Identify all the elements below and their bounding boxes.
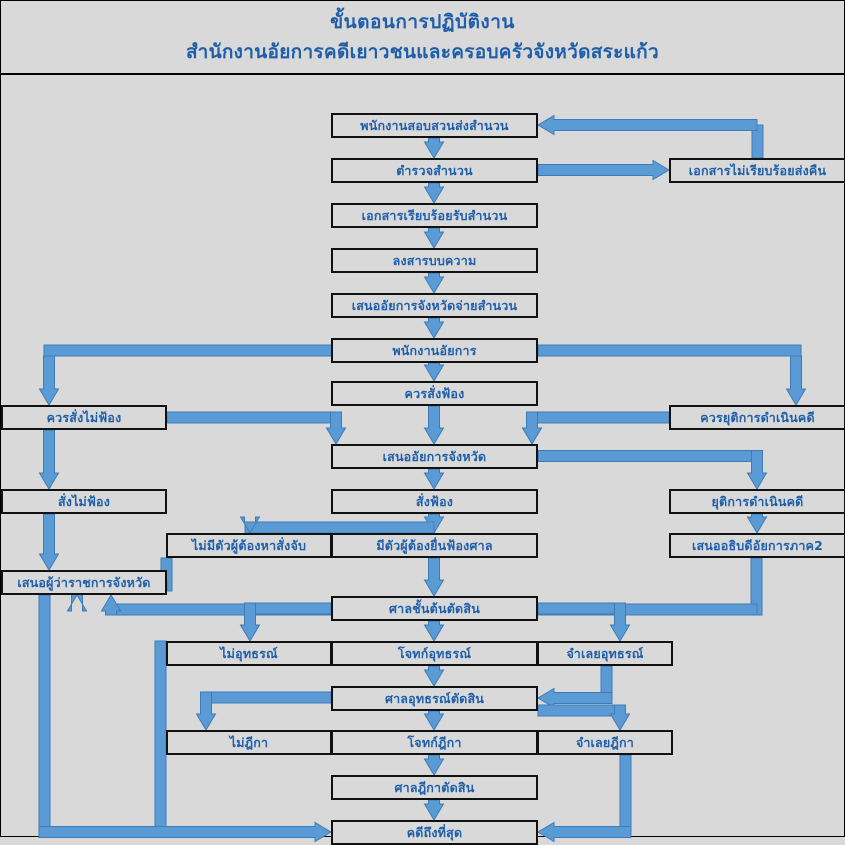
arrow-n13-to-n15 bbox=[239, 516, 261, 534]
arrow-n17-to-n18 bbox=[100, 594, 122, 616]
flow-node-label: ไม่อุทธรณ์ bbox=[220, 645, 278, 661]
flow-node-n20: ไม่อุทธรณ์ bbox=[166, 641, 332, 666]
flow-node-label: ไม่มีตัวผู้ต้องหาสั่งจับ bbox=[191, 537, 307, 553]
flow-node-label: จำเลยอุทธรณ์ bbox=[566, 645, 644, 661]
flow-node-label: ศาลฎีกาตัดสิน bbox=[394, 779, 475, 795]
arrow-n27-to-n28 bbox=[423, 799, 445, 821]
arrow-n19-to-n22 bbox=[609, 602, 631, 642]
arrow-n16-to-n19 bbox=[423, 557, 445, 597]
flow-node-label: เสนอผู้ว่าราชการจังหวัด bbox=[17, 574, 151, 590]
flow-node-n21: โจทก์อุทธรณ์ bbox=[331, 641, 538, 666]
arrow-n22-to-n23 bbox=[537, 687, 613, 709]
flow-node-n06: เสนออัยการจังหวัดจ่ายสำนวน bbox=[331, 293, 538, 318]
arrow-n04-to-n05 bbox=[423, 227, 445, 249]
flow-node-n16: มีตัวผู้ต้องยื่นฟ้องศาล bbox=[331, 533, 538, 558]
arrow-n02-to-n03 bbox=[537, 159, 670, 181]
arrow-n06-to-n07 bbox=[423, 317, 445, 339]
flow-node-n17: เสนออธิบดีอัยการภาค2 bbox=[669, 533, 845, 558]
flow-node-n02: ตำรวจสำนวน bbox=[331, 158, 538, 183]
arrow-n19-to-n21 bbox=[423, 620, 445, 642]
arrow-n07-to-n08 bbox=[423, 362, 445, 382]
page-title-line2: สำนักงานอัยการคดีเยาวชนและครอบครัวจังหวั… bbox=[186, 40, 659, 63]
flow-node-label: สั่งไม่ฟ้อง bbox=[57, 493, 111, 509]
page-header: ขั้นตอนการปฏิบัติงาน สำนักงานอัยการคดีเย… bbox=[0, 0, 845, 74]
flow-node-n22: จำเลยอุทธรณ์ bbox=[537, 641, 673, 666]
arrow-n05-to-n06 bbox=[423, 272, 445, 294]
arrow-n23-to-n25 bbox=[423, 710, 445, 731]
flow-node-label: จำเลยฎีกา bbox=[576, 734, 634, 750]
flow-node-n24: ไม่ฎีกา bbox=[166, 730, 332, 755]
flow-node-n26: จำเลยฎีกา bbox=[537, 730, 673, 755]
arrow-n12-to-n18 bbox=[38, 513, 60, 571]
flow-node-label: ไม่ฎีกา bbox=[229, 734, 269, 750]
flowchart-canvas: พนักงานสอบสวนส่งสำนวนตำรวจสำนวน เอกสารไม่… bbox=[0, 74, 845, 845]
flow-node-label: เสนออธิบดีอัยการภาค2 bbox=[692, 537, 823, 553]
flow-node-label: พนักงานอัยการ bbox=[392, 342, 477, 358]
flow-node-n08: ควรสั่งฟ้อง bbox=[331, 381, 538, 406]
flow-node-label: เอกสารเรียบร้อยรับสำนวน bbox=[361, 207, 508, 223]
arrow-n02-to-n04 bbox=[423, 182, 445, 204]
arrow-n23-to-n24 bbox=[195, 691, 217, 731]
arrow-n09-to-n12 bbox=[38, 429, 60, 490]
flow-node-label: ควรยุติการดำเนินคดี bbox=[700, 409, 815, 425]
arrow-n10-to-n11 bbox=[521, 411, 543, 445]
arrow-n19-to-n20 bbox=[239, 602, 261, 642]
flow-node-n28: คดีถึงที่สุด bbox=[331, 820, 538, 845]
n17-return-vertical bbox=[750, 557, 763, 616]
flow-node-label: มีตัวผู้ต้องยื่นฟ้องศาล bbox=[376, 537, 493, 553]
arrow-n11-to-n14-v bbox=[746, 450, 768, 490]
flow-node-label: เอกสารไม่เรียบร้อยส่งคืน bbox=[688, 162, 827, 178]
arrow-n09-to-n11 bbox=[325, 411, 347, 445]
flow-node-n14: ยุติการดำเนินคดี bbox=[669, 489, 845, 514]
flow-node-n11: เสนออัยการจังหวัด bbox=[331, 444, 538, 469]
flow-node-n09: ควรสั่งไม่ฟ้อง bbox=[1, 405, 167, 430]
flow-node-label: ยุติการดำเนินคดี bbox=[711, 493, 804, 509]
arrow-layer bbox=[1, 75, 844, 843]
flow-node-label: สั่งฟ้อง bbox=[415, 493, 454, 509]
flow-node-n19: ศาลชั้นต้นตัดสิน bbox=[331, 596, 538, 621]
flow-node-n03: เอกสารไม่เรียบร้อยส่งคืน bbox=[669, 158, 845, 183]
flow-node-n12: สั่งไม่ฟ้อง bbox=[1, 489, 167, 514]
flow-node-label: ควรสั่งฟ้อง bbox=[404, 385, 465, 401]
arrow-n11-to-n13 bbox=[423, 468, 445, 490]
arrow-n03-to-n01 bbox=[537, 114, 758, 136]
flow-node-label: ควรสั่งไม่ฟ้อง bbox=[46, 409, 122, 425]
arrow-n25-to-n27 bbox=[423, 754, 445, 776]
connector-arrows bbox=[38, 114, 807, 843]
flow-node-label: ศาลอุทธรณ์ตัดสิน bbox=[384, 690, 485, 706]
flow-node-n27: ศาลฎีกาตัดสิน bbox=[331, 775, 538, 800]
flow-node-n10: ควรยุติการดำเนินคดี bbox=[669, 405, 845, 430]
flow-node-label: เสนออัยการจังหวัดจ่ายสำนวน bbox=[351, 297, 518, 313]
flow-node-n04: เอกสารเรียบร้อยรับสำนวน bbox=[331, 203, 538, 228]
page-title-line1: ขั้นตอนการปฏิบัติงาน bbox=[330, 10, 515, 33]
flow-node-label: ตำรวจสำนวน bbox=[396, 162, 473, 178]
flow-node-n07: พนักงานอัยการ bbox=[331, 338, 538, 363]
flow-node-n01: พนักงานสอบสวนส่งสำนวน bbox=[331, 113, 538, 138]
flow-node-n15: ไม่มีตัวผู้ต้องหาสั่งจับ bbox=[166, 533, 332, 558]
flow-node-n05: ลงสารบบความ bbox=[331, 248, 538, 273]
flow-node-n23: ศาลอุทธรณ์ตัดสิน bbox=[331, 686, 538, 711]
arrow-n07-to-n10 bbox=[785, 355, 807, 406]
flow-node-n13: สั่งฟ้อง bbox=[331, 489, 538, 514]
node-layer: พนักงานสอบสวนส่งสำนวนตำรวจสำนวน เอกสารไม่… bbox=[1, 75, 845, 845]
arrow-n07-to-n09 bbox=[38, 355, 60, 406]
flow-node-n18: เสนอผู้ว่าราชการจังหวัด bbox=[1, 570, 167, 595]
flow-node-label: ศาลชั้นต้นตัดสิน bbox=[389, 600, 480, 616]
flow-node-label: พนักงานสอบสวนส่งสำนวน bbox=[360, 117, 509, 133]
arrow-n21-to-n23 bbox=[423, 665, 445, 687]
flow-node-label: โจทก์อุทธรณ์ bbox=[397, 645, 472, 661]
flow-node-label: โจทก์ฎีกา bbox=[407, 734, 462, 750]
flow-node-n25: โจทก์ฎีกา bbox=[331, 730, 538, 755]
arrow-n08-to-n11 bbox=[423, 405, 445, 445]
arrow-n01-to-n02 bbox=[423, 137, 445, 159]
flow-node-label: คดีถึงที่สุด bbox=[406, 824, 463, 840]
arrow-n23-to-n26 bbox=[609, 704, 631, 731]
flow-node-label: เสนออัยการจังหวัด bbox=[382, 448, 487, 464]
arrow-n14-to-n17 bbox=[746, 513, 768, 534]
flow-node-label: ลงสารบบความ bbox=[392, 252, 477, 268]
